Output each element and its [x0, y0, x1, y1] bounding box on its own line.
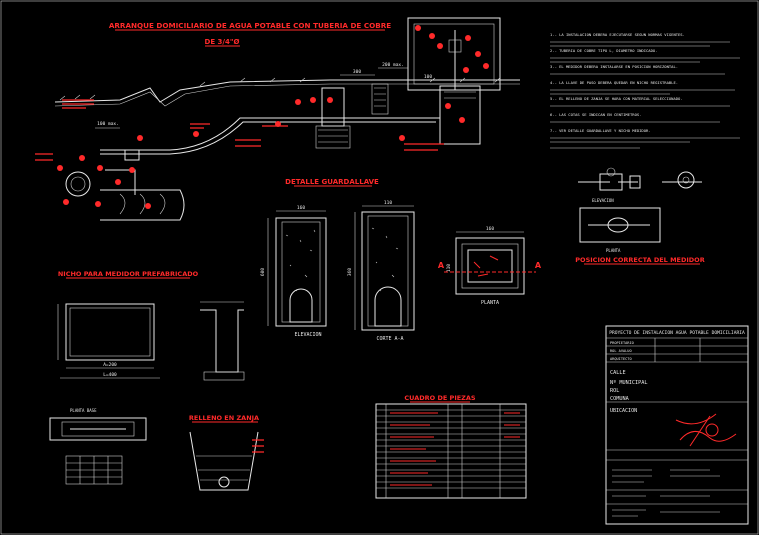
label-corte: CORTE A-A [376, 336, 403, 342]
nicho-plan: A=200 L=400 [57, 303, 160, 379]
main-subtitle: DE 3/4"Ø [205, 38, 240, 46]
dim-elev-height: 600 [260, 268, 266, 276]
label-elevacion: ELEVACION [294, 332, 321, 338]
tb-arquitecto: ARQUITECTO [610, 357, 632, 361]
title-block: PROYECTO DE INSTALACION AGUA POTABLE DOM… [605, 325, 749, 525]
note-6: 6.- LAS COTAS SE INDICAN EN CENTIMETROS. [550, 112, 641, 117]
tb-comuna: COMUNA [610, 396, 630, 402]
dim-elev-width: 160 [297, 205, 305, 211]
relleno-section [189, 431, 264, 491]
main-title: ARRANQUE DOMICILIARIO DE AGUA POTABLE CO… [109, 21, 391, 30]
guardallave-plan: 160 110 A A PLANTA [438, 226, 542, 306]
ground-profile [54, 77, 520, 107]
posicion-title: POSICION CORRECTA DEL MEDIDOR [575, 256, 704, 264]
meter-niche-profile [407, 17, 501, 145]
tb-rol: ROL [610, 388, 619, 394]
note-3: 3.- EL MEDIDOR DEBERA INSTALARSE EN POSI… [550, 64, 678, 69]
nicho-title: NICHO PARA MEDIDOR PREFABRICADO [58, 270, 199, 278]
section-marker-right: A [535, 261, 542, 270]
guardallave-title: DETALLE GUARDALLAVE [285, 178, 379, 186]
nicho-section [200, 301, 245, 381]
callout-labels [35, 99, 444, 161]
label-planta-base: PLANTA BASE [70, 408, 97, 413]
note-7: 7.- VER DETALLE GUARDALLAVE Y NICHO MEDI… [550, 128, 651, 133]
dim-200max: 200 max. [382, 62, 404, 68]
dim-nicho-a: A=200 [103, 362, 117, 368]
note-5: 5.- EL RELLENO DE ZANJA SE HARA CON MATE… [550, 96, 683, 101]
callout-markers [57, 25, 489, 209]
note-1: 1.- LA INSTALACION DEBERA EJECUTARSE SEG… [550, 32, 685, 37]
tb-calle: CALLE [610, 370, 626, 376]
guardallave-section: 110 360 CORTE A-A [347, 200, 415, 342]
note-2: 2.- TUBERIA DE COBRE TIPO L, DIAMETRO IN… [550, 48, 657, 53]
guardallave-elevation: 160 600 ELEVACION [260, 205, 327, 338]
dim-300: 300 [353, 69, 361, 75]
note-4: 4.- LA LLAVE DE PASO DEBERA QUEDAR EN NI… [550, 80, 678, 85]
title-block-project: PROYECTO DE INSTALACION AGUA POTABLE DOM… [609, 330, 745, 336]
dim-nicho-b: L=400 [103, 372, 117, 378]
section-marker-left: A [438, 261, 445, 270]
guardallave-profile [315, 83, 389, 149]
tb-ubicacion: UBICACION [610, 408, 637, 414]
label-elevacion-medidor: ELEVACION [592, 198, 614, 203]
copper-pipe-run [100, 89, 455, 155]
cuadro-title: CUADRO DE PIEZAS [404, 394, 476, 402]
notes-block: 1.- LA INSTALACION DEBERA EJECUTARSE SEG… [550, 32, 740, 149]
dim-corte-width: 110 [384, 200, 392, 206]
relleno-title: RELLENO EN ZANJA [189, 414, 259, 422]
nicho-base-plan: PLANTA BASE [49, 408, 147, 485]
dim-corte-height: 360 [347, 268, 353, 276]
dim-planta-width: 160 [486, 226, 494, 232]
main-pipe-section [65, 171, 91, 197]
label-planta: PLANTA [481, 300, 499, 306]
tb-rol-avaluo: ROL AVALUO [610, 349, 632, 353]
meter-position-detail: ELEVACION PLANTA [578, 167, 702, 253]
parts-table [375, 403, 527, 499]
location-map [675, 413, 737, 447]
dim-planta-height: 110 [446, 264, 452, 272]
label-planta-medidor: PLANTA [606, 248, 621, 253]
dim-100: 100 [424, 74, 432, 80]
tb-propietario: PROPIETARIO [610, 341, 634, 345]
dim-100max: 100 max. [97, 121, 119, 127]
tb-n-municipal: Nº MUNICIPAL [610, 380, 647, 386]
